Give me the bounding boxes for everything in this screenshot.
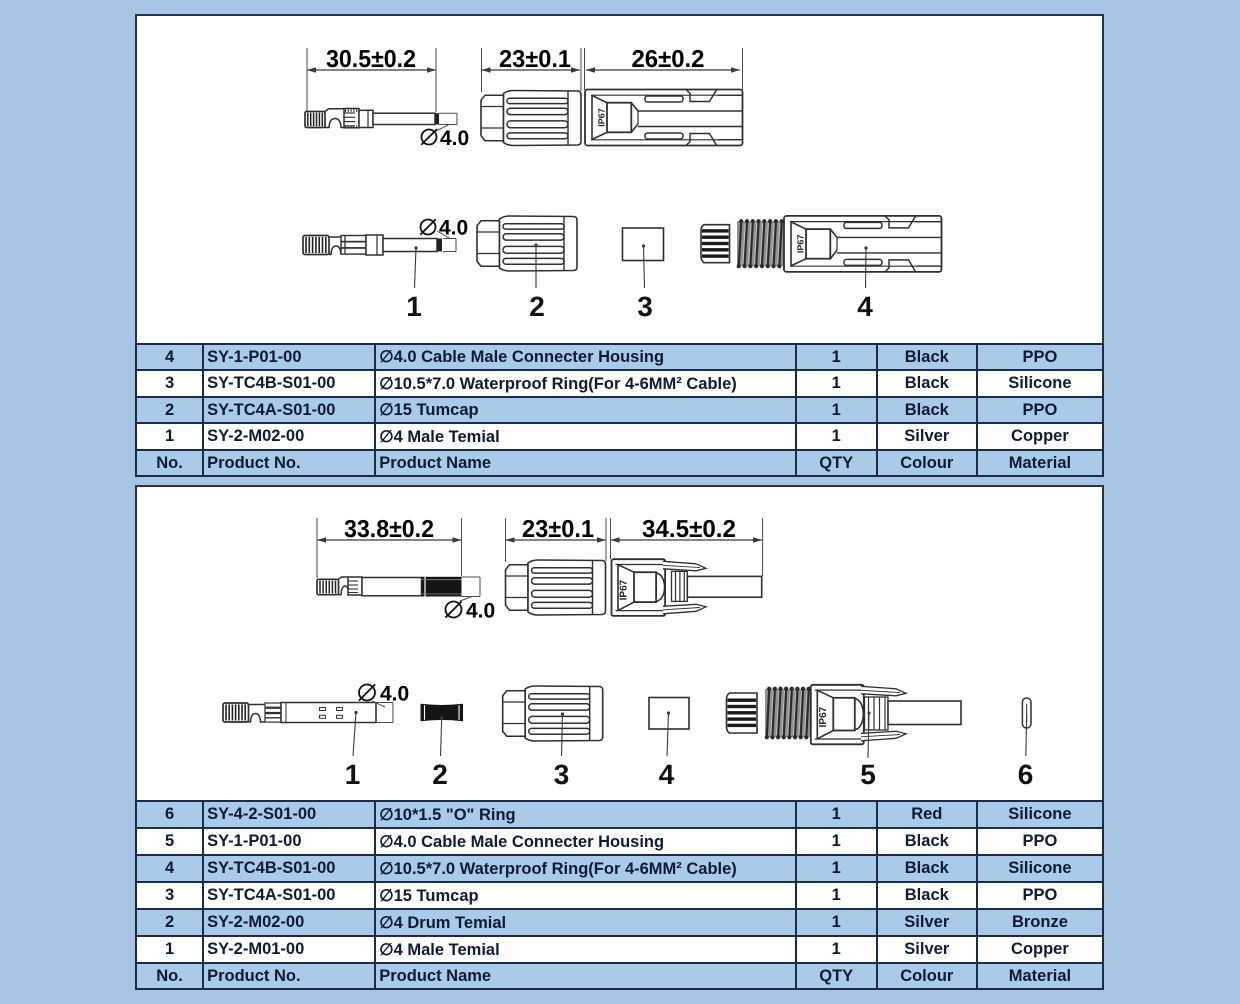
svg-text:IP67: IP67 [619,579,630,600]
svg-text:23±0.1: 23±0.1 [499,46,571,73]
svg-text:IP67: IP67 [818,706,829,727]
svg-text:30.5±0.2: 30.5±0.2 [326,46,416,73]
svg-text:4: 4 [857,291,873,322]
svg-text:IP67: IP67 [796,235,806,254]
svg-text:2: 2 [529,291,545,322]
svg-text:IP67: IP67 [597,108,607,127]
svg-text:6: 6 [1018,759,1034,790]
svg-text:33.8±0.2: 33.8±0.2 [344,516,434,543]
svg-text:4.0: 4.0 [380,683,409,706]
svg-text:1: 1 [345,759,361,790]
svg-text:2: 2 [432,759,448,790]
svg-text:5: 5 [860,759,876,790]
svg-text:34.5±0.2: 34.5±0.2 [642,516,736,543]
svg-text:4.0: 4.0 [440,127,469,150]
svg-text:23±0.1: 23±0.1 [522,516,594,543]
svg-text:3: 3 [554,759,570,790]
svg-text:26±0.2: 26±0.2 [632,46,705,73]
svg-text:4.0: 4.0 [466,600,495,623]
svg-text:4.0: 4.0 [439,217,468,240]
svg-text:3: 3 [637,291,653,322]
svg-text:1: 1 [406,291,422,322]
svg-text:4: 4 [659,759,675,790]
